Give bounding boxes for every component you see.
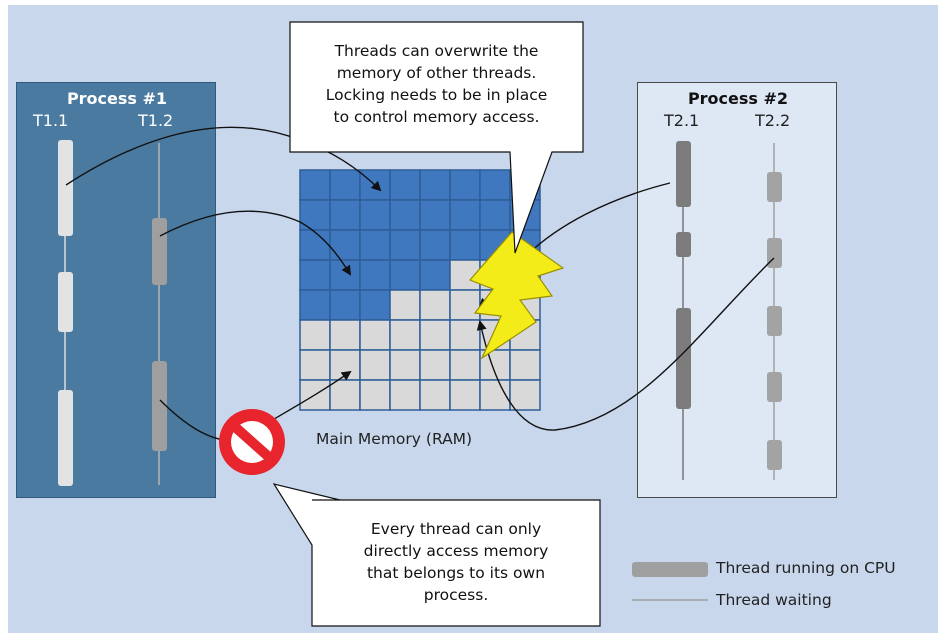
- memory-cell: [329, 319, 361, 351]
- thread-running-segment: [152, 218, 167, 285]
- thread-running-segment: [676, 308, 691, 409]
- memory-cell: [389, 289, 421, 321]
- memory-cell: [359, 379, 391, 411]
- memory-cell: [389, 319, 421, 351]
- memory-cell: [299, 259, 331, 291]
- memory-cell: [419, 199, 451, 231]
- callout-top-box: [289, 21, 584, 254]
- callout-bottom-box: [272, 483, 601, 627]
- arrow-t1-2-to-memory: [159, 210, 352, 276]
- callout-bottom-line: that belongs to its own: [366, 564, 546, 582]
- lightning-bolt-icon: [468, 231, 565, 360]
- memory-cell: [419, 289, 451, 321]
- memory-cell: [449, 379, 481, 411]
- callout-bottom-text: Every thread can only directly access me…: [312, 518, 600, 606]
- process-2-title: Process #2: [687, 89, 789, 108]
- memory-cell: [419, 379, 451, 411]
- thread-t1-2: [152, 143, 167, 485]
- memory-cell: [479, 169, 511, 201]
- callout-bottom-line: directly access memory: [363, 542, 549, 560]
- thread-running-segment: [767, 306, 782, 336]
- arrow-t2-2-to-memory: [476, 257, 775, 431]
- memory-cell: [389, 169, 421, 201]
- thread-label-t2-2: T2.2: [755, 111, 791, 130]
- memory-cell: [449, 319, 481, 351]
- memory-cell: [359, 289, 391, 321]
- memory-cell: [329, 169, 361, 201]
- memory-cell: [419, 169, 451, 201]
- memory-cell: [359, 199, 391, 231]
- memory-cell: [329, 289, 361, 321]
- memory-cell: [449, 349, 481, 381]
- memory-cell: [509, 379, 541, 411]
- callout-top-line: memory of other threads.: [336, 64, 537, 82]
- memory-cell: [389, 229, 421, 261]
- no-entry-icon: [219, 409, 285, 475]
- thread-running-segment: [767, 440, 782, 470]
- memory-cell: [389, 199, 421, 231]
- callout-top-line: Locking needs to be in place: [325, 86, 548, 104]
- memory-cell: [419, 259, 451, 291]
- callout-top-line: to control memory access.: [333, 108, 540, 126]
- memory-cell: [509, 349, 541, 381]
- process-1-title: Process #1: [66, 89, 168, 108]
- legend-running-swatch: [632, 562, 708, 577]
- thread-t2-1: [676, 141, 691, 480]
- legend-running-label: Thread running on CPU: [716, 559, 896, 577]
- callout-top-text: Threads can overwrite the memory of othe…: [290, 40, 583, 128]
- thread-running-segment: [58, 272, 73, 332]
- memory-cell: [329, 259, 361, 291]
- thread-running-segment: [58, 390, 73, 486]
- thread-running-segment: [58, 140, 73, 236]
- thread-running-segment: [152, 361, 167, 451]
- callout-top-line: Threads can overwrite the: [334, 42, 539, 60]
- thread-t2-2: [767, 143, 782, 480]
- thread-label-t2-1: T2.1: [664, 111, 700, 130]
- callout-bottom-line: Every thread can only: [370, 520, 542, 538]
- memory-cell: [389, 379, 421, 411]
- memory-cell: [299, 289, 331, 321]
- thread-running-segment: [676, 141, 691, 207]
- memory-cell: [299, 349, 331, 381]
- process-2-panel: Process #2 T2.1 T2.2: [637, 82, 837, 498]
- memory-cell: [389, 259, 421, 291]
- memory-cell: [359, 319, 391, 351]
- memory-cell: [479, 199, 511, 231]
- memory-cell: [419, 319, 451, 351]
- thread-label-t1-2: T1.2: [138, 111, 174, 130]
- thread-t1-1: [58, 140, 73, 486]
- memory-cell: [449, 289, 481, 321]
- memory-cell: [359, 229, 391, 261]
- thread-label-t1-1: T1.1: [33, 111, 69, 130]
- memory-cell: [299, 199, 331, 231]
- memory-cell: [449, 199, 481, 231]
- memory-cell: [359, 349, 391, 381]
- legend-waiting-label: Thread waiting: [716, 591, 832, 609]
- callout-bottom-line: process.: [423, 586, 489, 604]
- thread-running-segment: [767, 372, 782, 402]
- memory-cell: [329, 229, 361, 261]
- memory-cell: [389, 349, 421, 381]
- memory-cell: [329, 379, 361, 411]
- memory-cell: [449, 229, 481, 261]
- arrow-t1-1-to-memory: [65, 126, 382, 192]
- memory-cell: [299, 229, 331, 261]
- memory-cell: [419, 349, 451, 381]
- memory-cell: [299, 169, 331, 201]
- memory-cell: [329, 199, 361, 231]
- thread-running-segment: [676, 232, 691, 257]
- memory-cell: [419, 229, 451, 261]
- main-memory-label: Main Memory (RAM): [316, 430, 473, 448]
- memory-cell: [359, 259, 391, 291]
- process-1-panel: Process #1 T1.1 T1.2: [16, 82, 216, 498]
- memory-cell: [449, 169, 481, 201]
- memory-cell: [299, 319, 331, 351]
- thread-running-segment: [767, 172, 782, 202]
